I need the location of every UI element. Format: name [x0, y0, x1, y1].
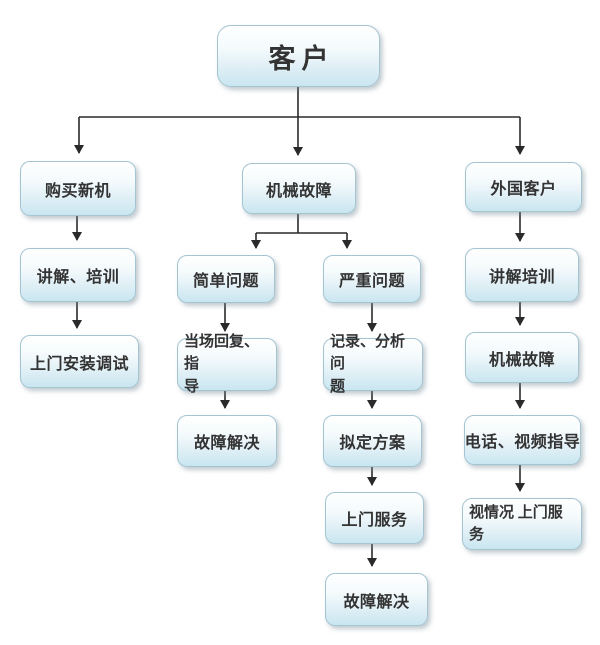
- node-serious-problem: 严重问题: [323, 255, 421, 303]
- node-mechanical-fault: 机械故障: [242, 163, 356, 214]
- node-onsite-service-depend: 视情况 上门服 务: [462, 498, 582, 550]
- node-mechanical-fault-foreign: 机械故障: [465, 332, 579, 383]
- node-explain-training-foreign: 讲解培训: [465, 248, 579, 302]
- node-record-analyze-problem: 记录、分析问 题: [323, 334, 423, 395]
- node-fault-solved-simple: 故障解决: [177, 415, 277, 467]
- node-buy-new-machine: 购买新机: [20, 161, 136, 216]
- node-onsite-install-debug: 上门安装调试: [20, 335, 139, 388]
- node-fault-solved-serious: 故障解决: [325, 573, 428, 626]
- node-simple-problem: 简单问题: [177, 255, 275, 303]
- node-onspot-reply-guide: 当场回复、指 导: [177, 334, 277, 395]
- node-foreign-customer: 外国客户: [465, 162, 582, 212]
- node-phone-video-guide: 电话、视频指导: [464, 415, 581, 465]
- node-onsite-service: 上门服务: [325, 492, 424, 544]
- node-explain-training: 讲解、培训: [20, 248, 136, 302]
- node-draft-plan: 拟定方案: [323, 415, 422, 467]
- node-customer: 客户: [217, 25, 380, 87]
- connector-arrows: [72, 87, 525, 567]
